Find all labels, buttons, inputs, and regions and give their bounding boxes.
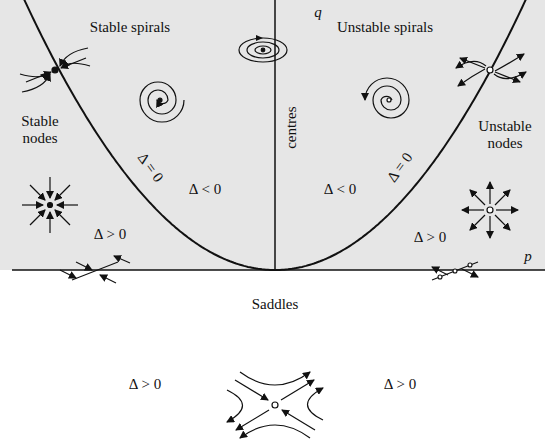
discriminant-label: Δ > 0: [414, 229, 446, 246]
region-label: centres: [282, 107, 299, 149]
discriminant-label: Δ > 0: [94, 226, 126, 243]
region-label: Stable nodes: [9, 113, 71, 148]
axis-label: p: [524, 248, 532, 265]
centre-ellipses: [239, 35, 287, 62]
unstable-degenerate-node: [456, 54, 526, 86]
stable-degenerate-node: [20, 48, 90, 92]
discriminant-label: Δ > 0: [129, 376, 161, 393]
saddle-portrait: [227, 372, 323, 438]
curve-label: Δ = 0: [384, 150, 417, 186]
unstable-star-node: [462, 182, 518, 238]
region-label: Saddles: [252, 296, 299, 313]
shaded-region: [0, 0, 545, 270]
axis-label: q: [314, 4, 322, 21]
curve-label: Δ = 0: [134, 150, 167, 186]
stable-line-portrait: [60, 256, 130, 283]
stable-star-node: [22, 177, 78, 233]
region-label: Unstable spirals: [337, 19, 433, 36]
q-axis: [274, 0, 276, 270]
discriminant-label: Δ > 0: [384, 376, 416, 393]
stable-spiral: [140, 82, 184, 122]
discriminant-parabola: [18, 0, 532, 270]
unstable-line-portrait: [420, 262, 478, 284]
discriminant-label: Δ < 0: [189, 181, 221, 198]
region-label: Stable spirals: [90, 19, 170, 36]
unstable-spiral: [365, 78, 409, 118]
discriminant-label: Δ < 0: [324, 181, 356, 198]
region-label: Unstable nodes: [472, 118, 538, 153]
